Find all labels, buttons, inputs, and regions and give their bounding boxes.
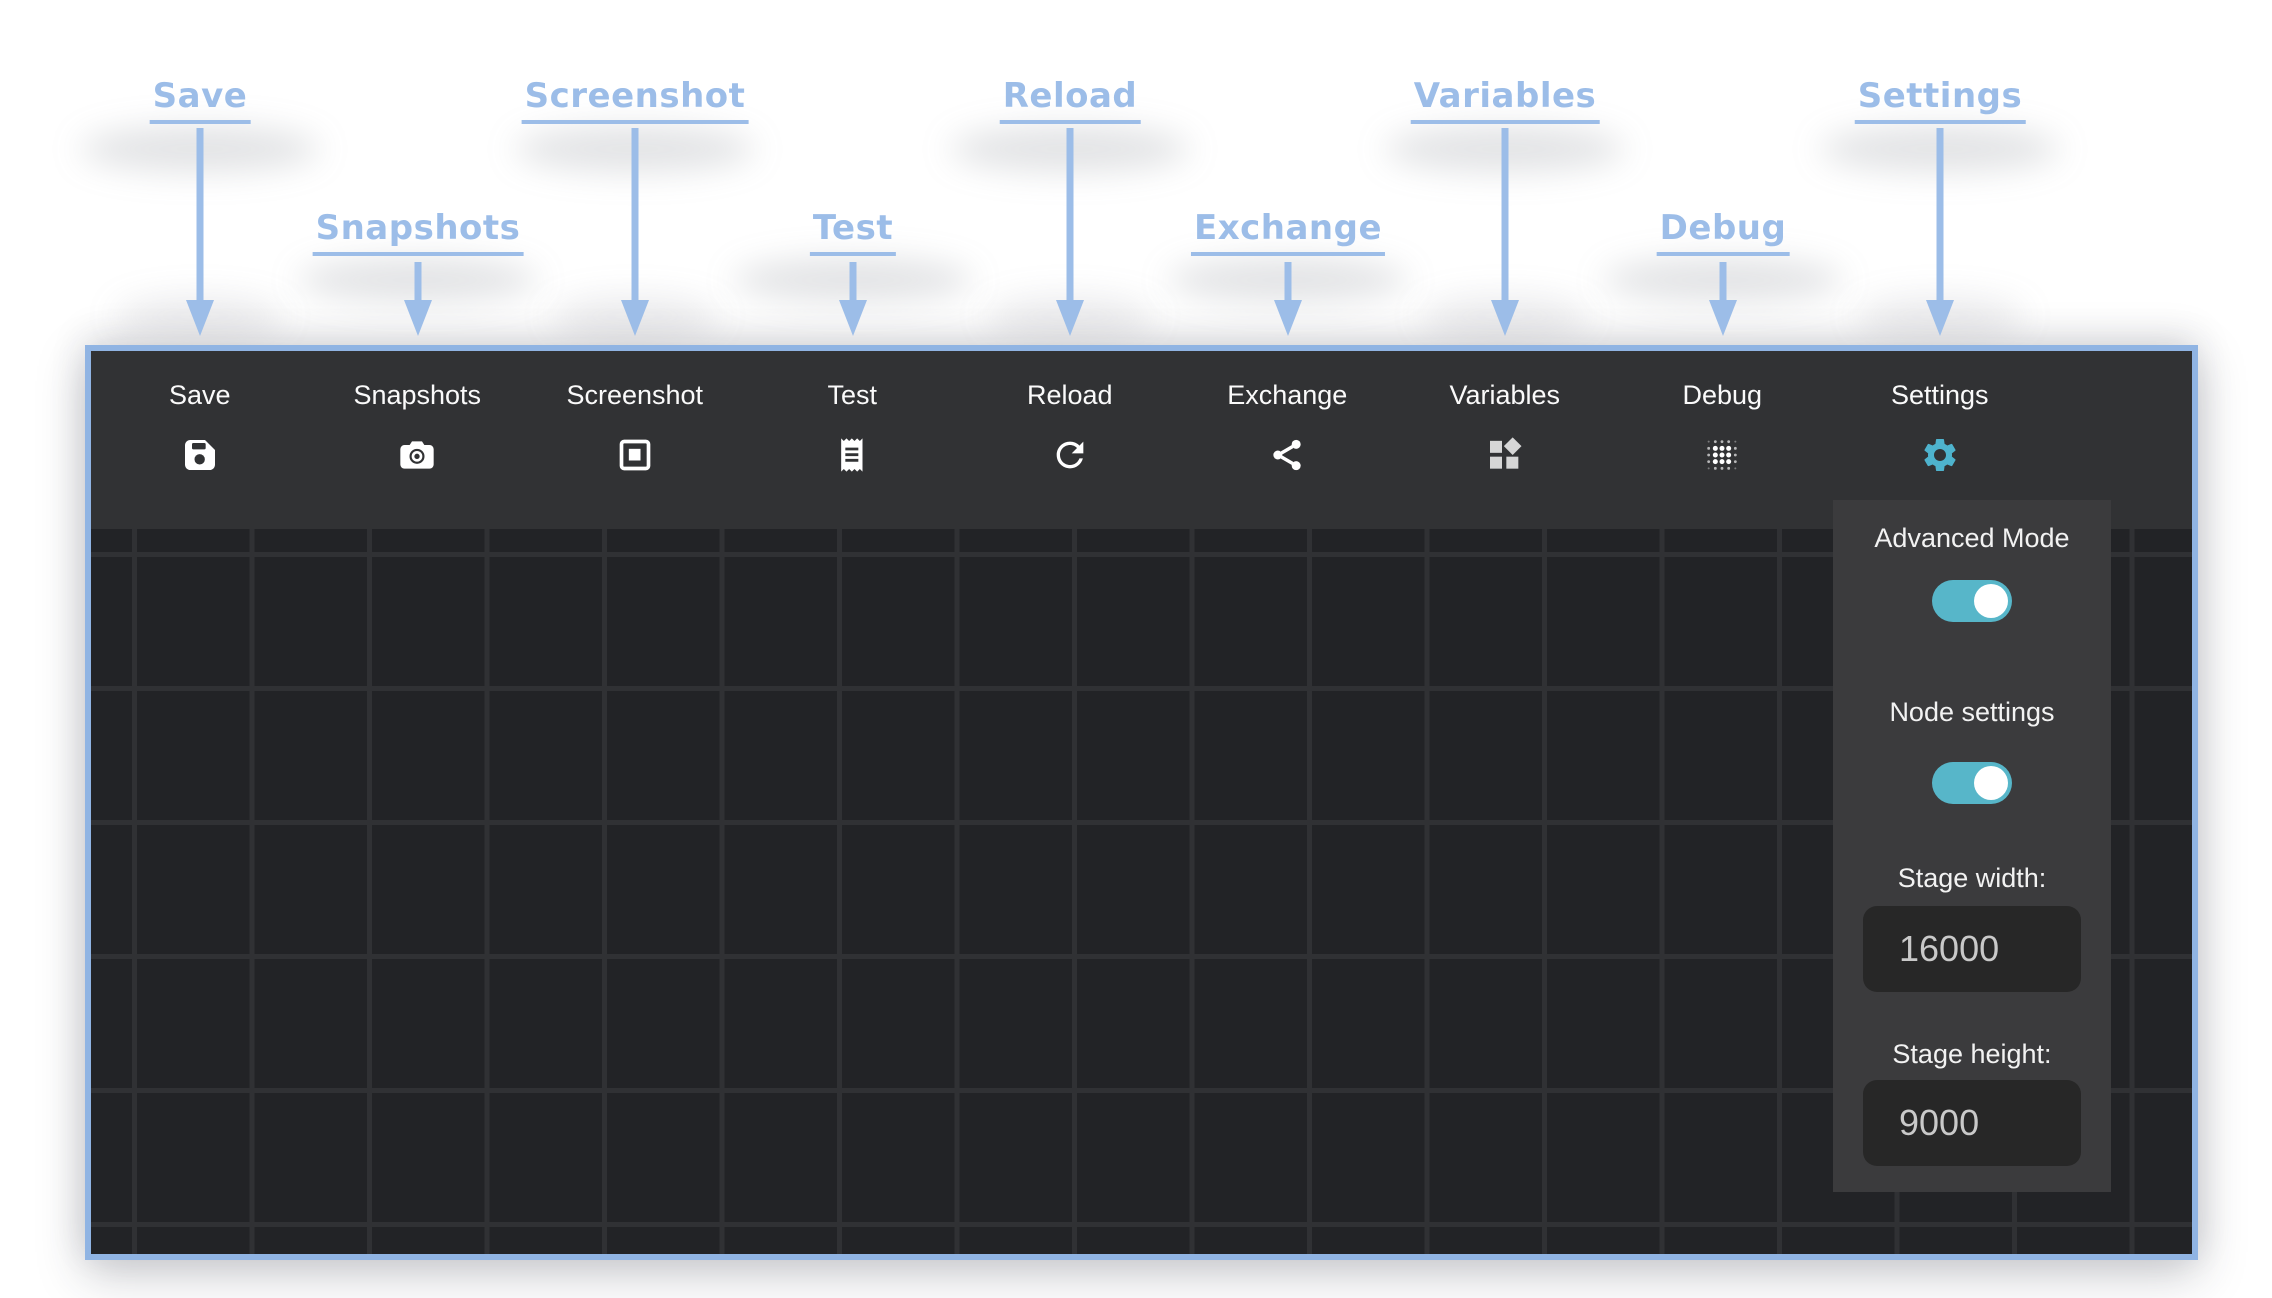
arrow-down-icon xyxy=(1284,262,1292,304)
advanced-mode-label: Advanced Mode xyxy=(1874,523,2070,553)
toolbar-item-label: Debug xyxy=(1682,380,1763,410)
camera-icon xyxy=(400,441,434,469)
toolbar-item-settings[interactable]: Settings xyxy=(1831,351,2049,529)
toolbar-item-label: Snapshots xyxy=(353,380,482,410)
arrow-down-icon xyxy=(414,262,422,304)
toolbar-item-test[interactable]: Test xyxy=(744,351,962,529)
toolbar-item-label: Save xyxy=(168,380,231,410)
annotation-debug[interactable]: Debug xyxy=(1656,208,1790,256)
annotation-variables[interactable]: Variables xyxy=(1410,76,1600,124)
arrow-down-icon xyxy=(621,300,649,336)
stage-width-label: Stage width: xyxy=(1897,863,2047,893)
toolbar-item-label: Exchange xyxy=(1227,380,1348,410)
annotation-snapshots[interactable]: Snapshots xyxy=(312,208,524,256)
toolbar-item-snapshots[interactable]: Snapshots xyxy=(309,351,527,529)
arrow-down-icon xyxy=(1926,300,1954,336)
dots-grid-icon xyxy=(1707,440,1737,470)
node-settings-label: Node settings xyxy=(1889,697,2055,727)
arrow-down-icon xyxy=(849,262,857,304)
node-settings-toggle[interactable] xyxy=(1932,762,2012,804)
stage-width-input[interactable] xyxy=(1863,906,2081,992)
toolbar-item-label: Settings xyxy=(1890,380,1989,410)
toolbar-item-reload[interactable]: Reload xyxy=(961,351,1179,529)
toolbar-item-debug[interactable]: Debug xyxy=(1614,351,1832,529)
screenshot-icon xyxy=(619,439,651,471)
widgets-icon xyxy=(1489,437,1522,469)
arrow-down-icon xyxy=(186,300,214,336)
reload-icon xyxy=(1056,441,1084,469)
gear-icon xyxy=(1924,439,1956,471)
stage-height-label: Stage height: xyxy=(1892,1039,2052,1069)
toolbar-item-label: Test xyxy=(827,380,878,410)
arrow-down-icon xyxy=(1066,128,1074,304)
annotation-test[interactable]: Test xyxy=(809,208,897,256)
arrow-down-icon xyxy=(1709,300,1737,336)
arrow-down-icon xyxy=(196,128,204,304)
annotation-settings[interactable]: Settings xyxy=(1854,76,2026,124)
share-icon xyxy=(1273,439,1301,471)
arrow-down-icon xyxy=(1274,300,1302,336)
annotation-reload[interactable]: Reload xyxy=(999,76,1141,124)
toolbar-item-label: Variables xyxy=(1449,380,1561,410)
app-window: Save Snapshots Scree xyxy=(85,345,2198,1260)
annotation-save[interactable]: Save xyxy=(149,76,251,124)
annotation-screenshot[interactable]: Screenshot xyxy=(521,76,749,124)
toolbar-item-save[interactable]: Save xyxy=(91,351,309,529)
arrow-down-icon xyxy=(1056,300,1084,336)
toolbar-item-label: Screenshot xyxy=(566,380,704,410)
arrow-down-icon xyxy=(1936,128,1944,304)
arrow-down-icon xyxy=(1501,128,1509,304)
arrow-down-icon xyxy=(631,128,639,304)
toolbar-item-screenshot[interactable]: Screenshot xyxy=(526,351,744,529)
toolbar-item-label: Reload xyxy=(1026,380,1113,410)
settings-panel: Advanced Mode Node settings Stage width:… xyxy=(1833,500,2111,1192)
toolbar-item-variables[interactable]: Variables xyxy=(1396,351,1614,529)
annotation-exchange[interactable]: Exchange xyxy=(1190,208,1386,256)
arrow-down-icon xyxy=(404,300,432,336)
arrow-down-icon xyxy=(839,300,867,336)
toolbar: Save Snapshots Scree xyxy=(91,351,2192,529)
toolbar-item-exchange[interactable]: Exchange xyxy=(1179,351,1397,529)
save-icon xyxy=(184,440,215,470)
stage-height-input[interactable] xyxy=(1863,1080,2081,1166)
advanced-mode-toggle[interactable] xyxy=(1932,580,2012,622)
arrow-down-icon xyxy=(1491,300,1519,336)
arrow-down-icon xyxy=(1719,262,1727,304)
receipt-icon xyxy=(841,438,863,472)
